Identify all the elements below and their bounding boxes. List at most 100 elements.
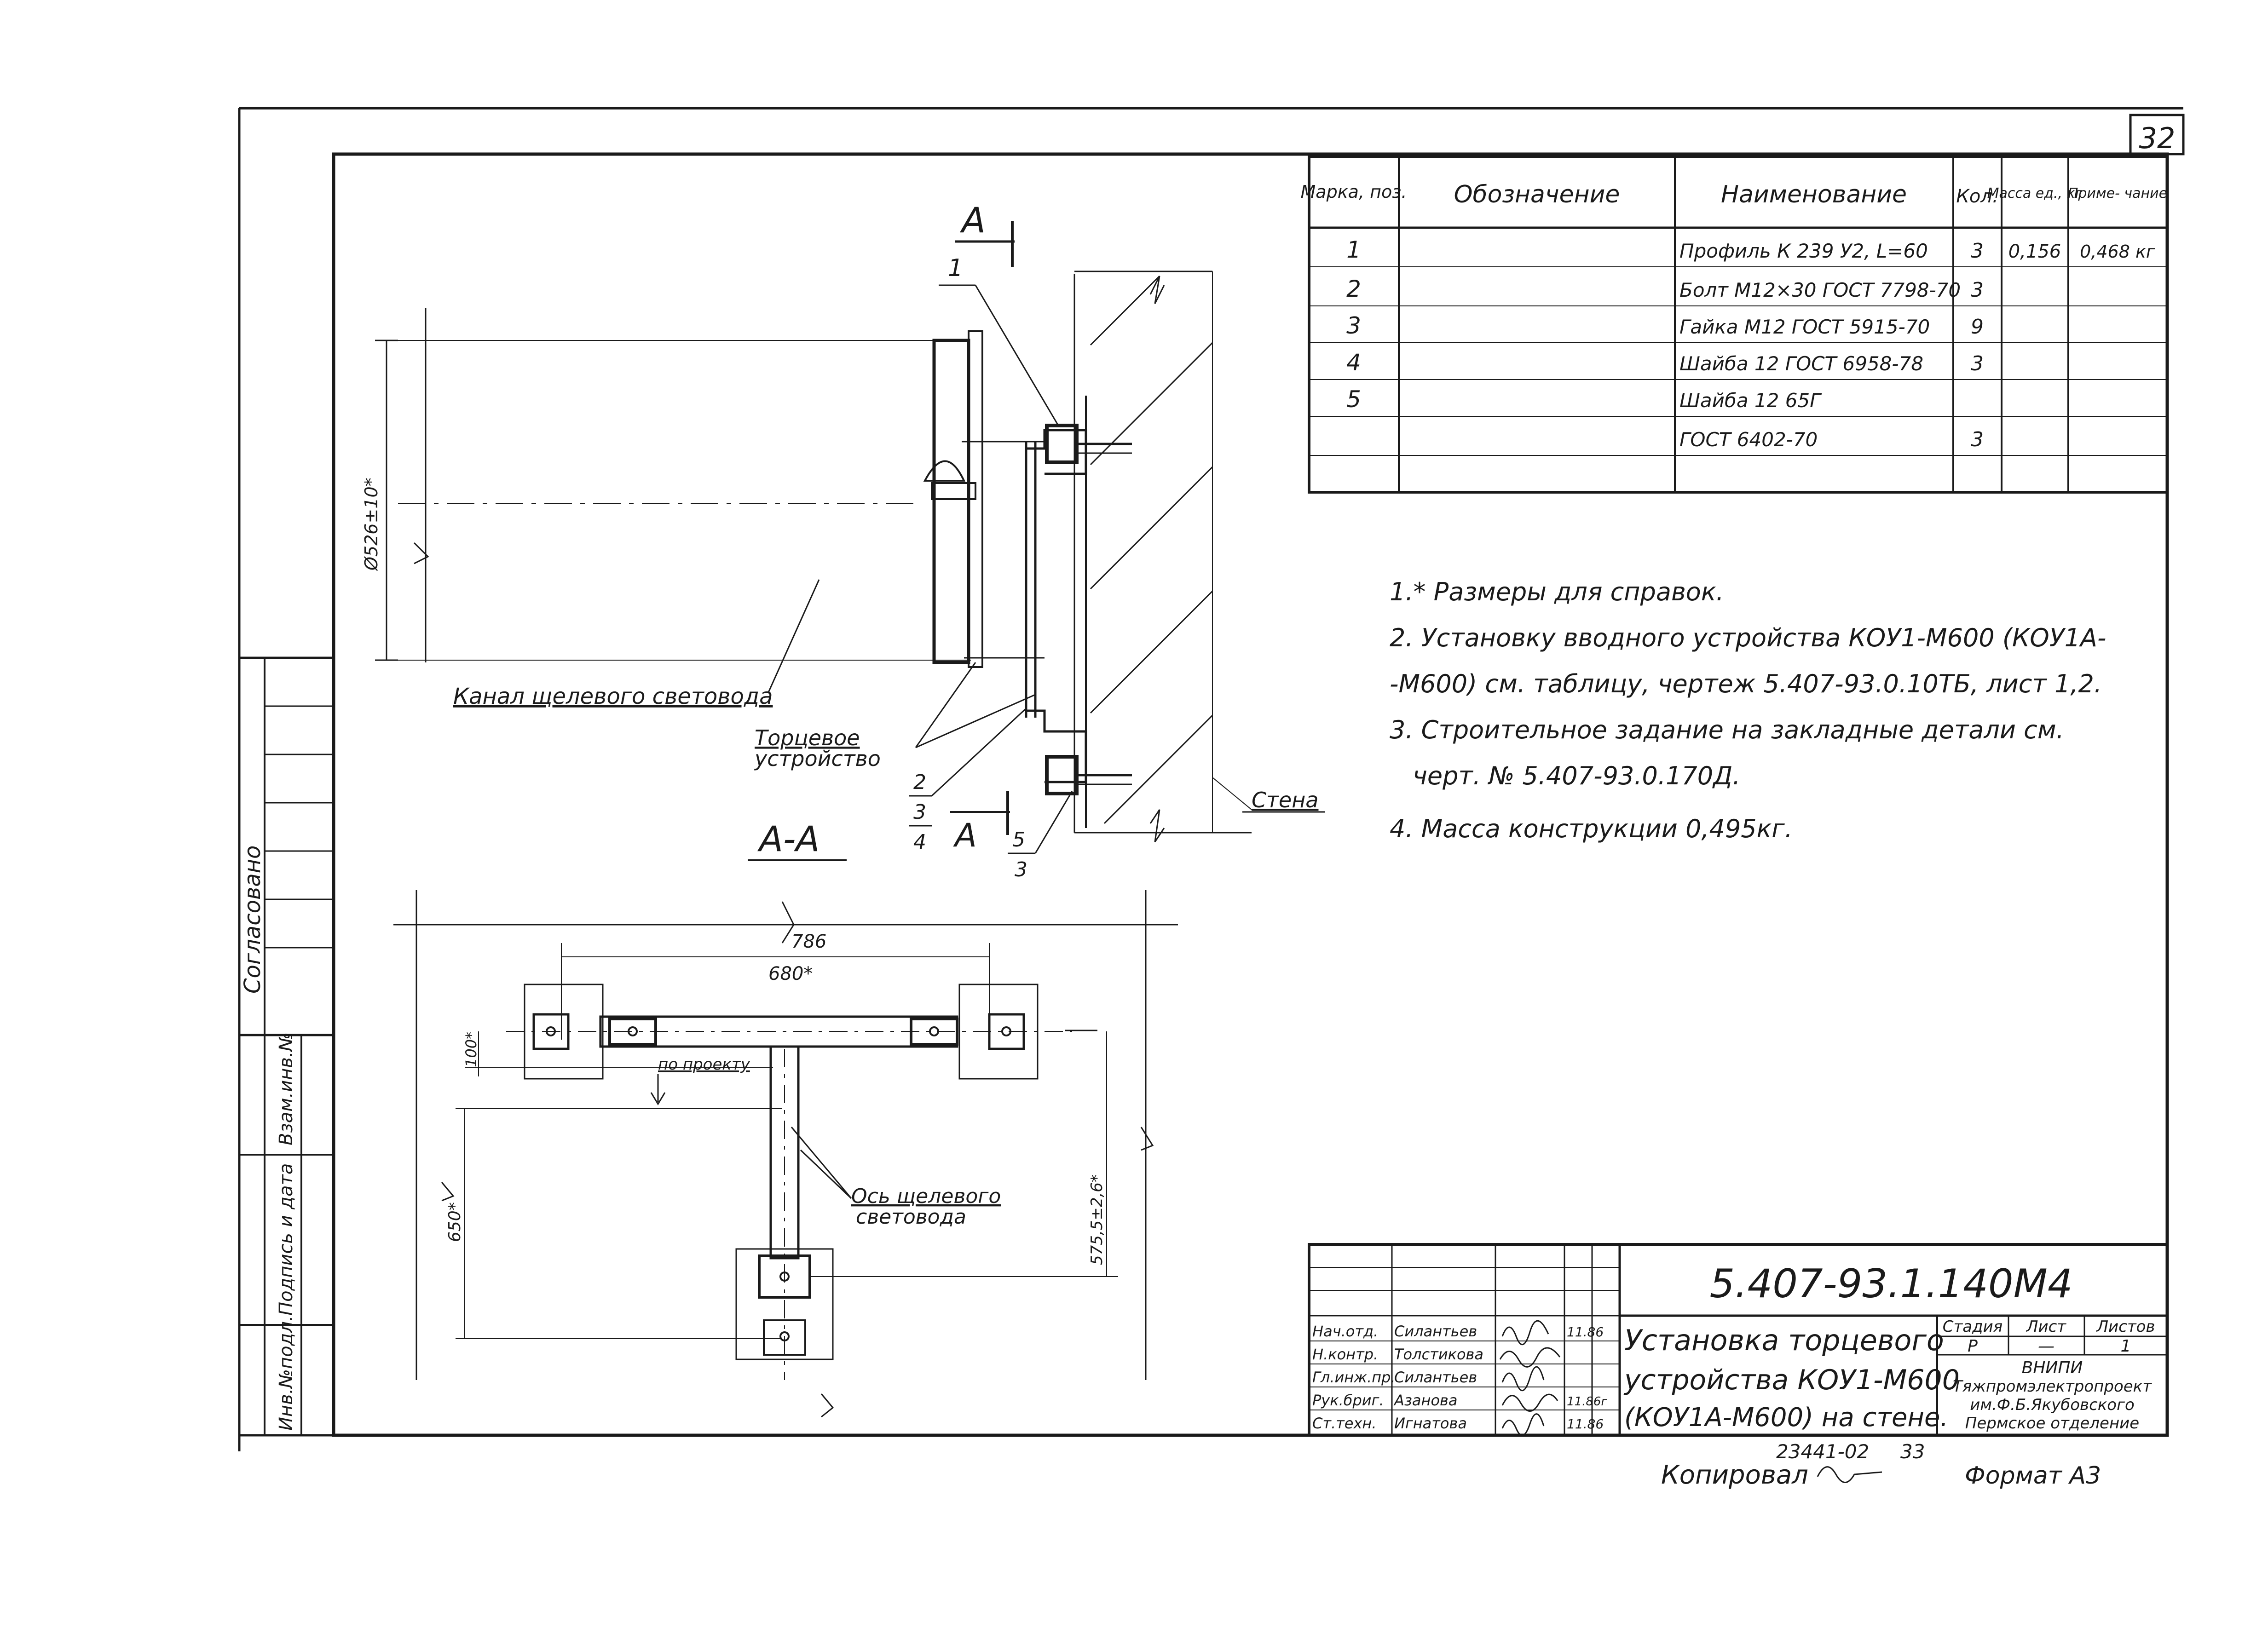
spec-row-pos: 4 bbox=[1346, 349, 1361, 376]
title-block: 5.407-93.1.140М4 Установка торцевого уст… bbox=[1308, 1243, 2169, 1437]
stamp-inv-replace: Взам.инв.№ bbox=[276, 1032, 297, 1145]
sig-role: Гл.инж.пр. bbox=[1312, 1369, 1396, 1386]
spec-header-name: Наименование bbox=[1721, 181, 1907, 208]
note-line: 3. Строительное задание на закладные дет… bbox=[1390, 715, 2064, 744]
stage-value: Р bbox=[1968, 1337, 1978, 1356]
callout-4: 4 bbox=[913, 830, 926, 854]
org-line: Тяжпромэлектропроект bbox=[1953, 1377, 2152, 1396]
label-end-device-2: устройство bbox=[754, 746, 881, 771]
label-wall: Стена bbox=[1252, 788, 1318, 812]
frame: 32 bbox=[238, 107, 2185, 1451]
elevation-view: Ø526±10* Стена А bbox=[361, 200, 1325, 881]
stamp-sign-date: Подпись и дата bbox=[276, 1163, 297, 1316]
sheet-value: — bbox=[2038, 1337, 2054, 1356]
stage-label: Стадия bbox=[1943, 1318, 2003, 1336]
stamp-number: 23441-02 bbox=[1776, 1440, 1869, 1463]
spec-row-note: 0,468 кг bbox=[2080, 242, 2156, 262]
note-line: -М600) см. таблицу, чертеж 5.407-93.0.10… bbox=[1390, 669, 2102, 698]
callout-2: 2 bbox=[913, 771, 926, 794]
sheet-number: 32 bbox=[2139, 121, 2176, 155]
signature-mark bbox=[1501, 1393, 1558, 1412]
sheet-label: Лист bbox=[2026, 1318, 2066, 1336]
spec-row-name: Болт М12×30 ГОСТ 7798-70 bbox=[1679, 279, 1961, 301]
sheets-label: Листов bbox=[2095, 1318, 2155, 1336]
copied-by: Копировал bbox=[1661, 1460, 1808, 1490]
note-line: 1.* Размеры для справок. bbox=[1390, 577, 1724, 606]
callout-5: 5 bbox=[1012, 828, 1025, 852]
format-label: Формат А3 bbox=[1965, 1462, 2101, 1490]
label-end-device-1: Торцевое bbox=[755, 725, 860, 750]
spec-row-pos: 1 bbox=[1346, 236, 1361, 263]
stamp-agreed: Согласовано bbox=[240, 846, 265, 994]
spec-row-qty: 3 bbox=[1971, 239, 1984, 263]
side-stamp: Согласовано Взам.инв.№ Подпись и дата Ин… bbox=[238, 656, 335, 1437]
dim-575: 575,5±2,6* bbox=[1088, 1174, 1106, 1265]
label-axis-2: световода bbox=[856, 1205, 966, 1229]
signature-mark bbox=[1501, 1320, 1549, 1346]
sig-date: 11.86г bbox=[1567, 1395, 1607, 1409]
footer: 23441-02 33 Копировал Формат А3 bbox=[1661, 1440, 2101, 1490]
spec-row-qty: 3 bbox=[1971, 352, 1984, 375]
copier-signature bbox=[1817, 1466, 1882, 1483]
label-by-project: по проекту bbox=[658, 1055, 750, 1074]
section-aa-view: 786 680* 100* 650* bbox=[393, 890, 1178, 1418]
page-number: 33 bbox=[1900, 1440, 1925, 1463]
spec-header-note: Приме- чание bbox=[2068, 185, 2167, 201]
label-channel: Канал щелевого световода bbox=[453, 684, 773, 709]
spec-header-designation: Обозначение bbox=[1454, 181, 1620, 208]
org-line: Пермское отделение bbox=[1965, 1414, 2139, 1433]
spec-row-pos: 2 bbox=[1346, 276, 1361, 302]
sig-name: Силантьев bbox=[1394, 1323, 1477, 1340]
callout-5-qty: 3 bbox=[1015, 858, 1027, 881]
spec-header-pos: Марка, поз. bbox=[1301, 182, 1407, 202]
section-mark-top: А bbox=[959, 200, 986, 241]
sig-date: 11.86 bbox=[1567, 1416, 1604, 1432]
note-line: 2. Установку вводного устройства КОУ1-М6… bbox=[1390, 623, 2106, 652]
spec-row-name: Гайка М12 ГОСТ 5915-70 bbox=[1679, 316, 1930, 338]
sig-name: Игнатова bbox=[1394, 1415, 1467, 1432]
callout-1: 1 bbox=[948, 254, 963, 282]
sig-name: Азанова bbox=[1393, 1392, 1457, 1409]
signature-mark bbox=[1499, 1347, 1561, 1368]
title-line: Установка торцевого bbox=[1624, 1323, 1944, 1357]
dim-100: 100* bbox=[462, 1032, 480, 1067]
label-section-aa: А-А bbox=[757, 818, 819, 859]
dim-650: 650* bbox=[445, 1202, 464, 1242]
doc-code: 5.407-93.1.140М4 bbox=[1709, 1261, 2072, 1307]
spec-row-qty: 3 bbox=[1971, 428, 1984, 451]
general-notes: 1.* Размеры для справок. 2. Установку вв… bbox=[1390, 577, 2106, 843]
sig-date: 11.86 bbox=[1567, 1324, 1604, 1340]
callout-3: 3 bbox=[913, 800, 926, 824]
sig-name: Силантьев bbox=[1394, 1369, 1477, 1386]
dim-680: 680* bbox=[768, 963, 813, 984]
sheets-value: 1 bbox=[2121, 1337, 2131, 1356]
sig-role: Нач.отд. bbox=[1312, 1323, 1378, 1340]
spec-row-name: Шайба 12 65Г bbox=[1679, 389, 1822, 412]
dim-height: Ø526±10* bbox=[361, 478, 381, 571]
sig-role: Рук.бриг. bbox=[1312, 1392, 1384, 1409]
note-line: 4. Масса конструкции 0,495кг. bbox=[1390, 814, 1793, 843]
spec-row-name: ГОСТ 6402-70 bbox=[1679, 428, 1818, 451]
spec-row-name: Шайба 12 ГОСТ 6958-78 bbox=[1679, 352, 1923, 375]
spec-row-mass: 0,156 bbox=[2008, 241, 2061, 262]
sig-name: Толстикова bbox=[1394, 1346, 1483, 1363]
spec-row-name: Профиль К 239 У2, L=60 bbox=[1679, 240, 1928, 262]
sig-role: Н.контр. bbox=[1312, 1346, 1378, 1363]
section-mark-bottom: А bbox=[953, 817, 977, 854]
title-line: (КОУ1А-М600) на стене. bbox=[1624, 1403, 1948, 1433]
spec-row-pos: 3 bbox=[1346, 312, 1361, 339]
spec-row-qty: 9 bbox=[1971, 315, 1984, 339]
label-axis-1: Ось щелевого bbox=[851, 1185, 1001, 1208]
signature-mark bbox=[1501, 1366, 1545, 1392]
spec-header-mass: Масса ед., кг bbox=[1987, 185, 2083, 201]
dim-786: 786 bbox=[791, 931, 826, 952]
org-line: ВНИПИ bbox=[2022, 1358, 2083, 1377]
spec-row-qty: 3 bbox=[1971, 278, 1984, 302]
spec-table: Марка, поз. Обозначение Наименование Кол… bbox=[1301, 155, 2169, 494]
note-line: черт. № 5.407-93.0.170Д. bbox=[1413, 761, 1740, 790]
title-line: устройства КОУ1-М600 bbox=[1623, 1364, 1960, 1396]
spec-row-pos: 5 bbox=[1346, 386, 1361, 413]
signature-mark bbox=[1501, 1413, 1545, 1436]
spec-header-qty: Кол. bbox=[1956, 186, 1998, 207]
